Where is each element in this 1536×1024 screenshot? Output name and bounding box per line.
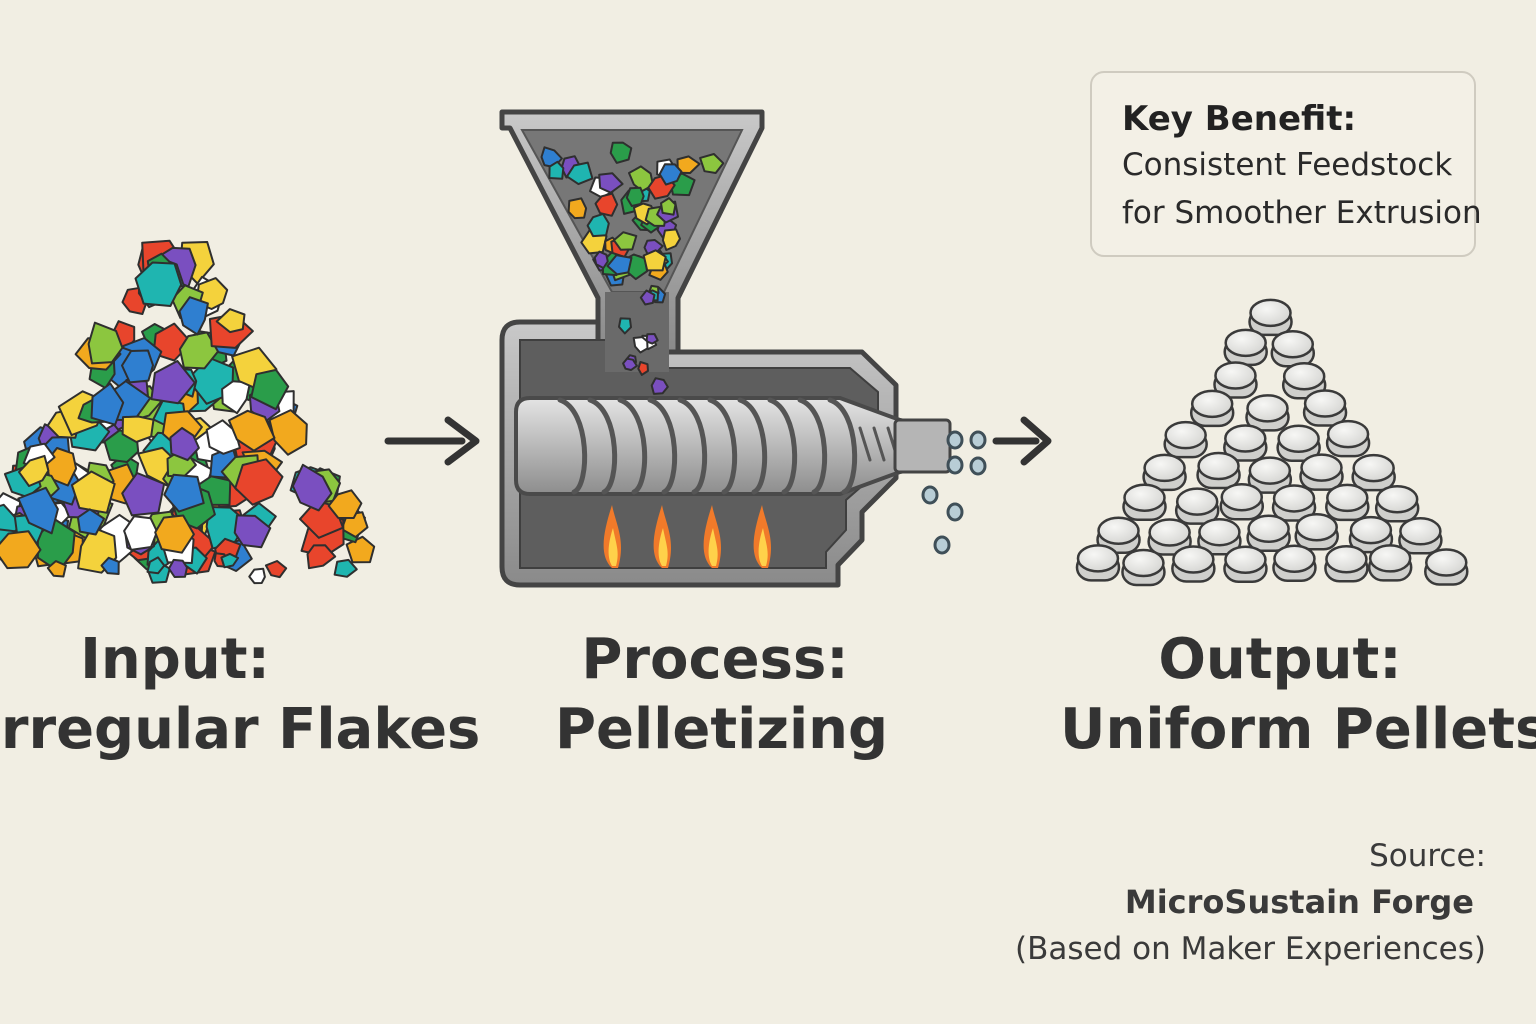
stage-label-output: Output: Uniform Pellets [1060, 625, 1536, 765]
flame-icon [653, 505, 672, 568]
key-benefit-line: Consistent Feedstock [1122, 147, 1453, 183]
source-credit: Source: MicroSustain Forge (Based on Mak… [1015, 834, 1486, 972]
stage-title: Process: [581, 627, 849, 692]
stage-title: Output: [1158, 627, 1402, 692]
stage-subtitle: Irregular Flakes [0, 697, 481, 762]
source-note: (Based on Maker Experiences) [1015, 931, 1486, 967]
source-label: Source: [1369, 838, 1486, 874]
right-arrow-icon [992, 416, 1052, 466]
flame-icon [753, 505, 772, 568]
key-benefit-box: Key Benefit: Consistent Feedstock for Sm… [1090, 71, 1482, 257]
key-benefit-line: for Smoother Extrusion [1122, 195, 1482, 231]
stage-subtitle: Uniform Pellets [1060, 697, 1536, 762]
stage-subtitle: Pelletizing [555, 697, 889, 762]
source-name: MicroSustain Forge [1124, 883, 1474, 921]
stage-title: Input: [80, 627, 270, 692]
pellet-pile-icon [1075, 298, 1469, 587]
flake-pile-icon [0, 239, 376, 585]
stage-label-process: Process: Pelletizing [555, 625, 889, 765]
flame-icon [703, 505, 722, 568]
stage-label-input: Input: Irregular Flakes [0, 625, 481, 765]
flame-icon [603, 505, 622, 568]
right-arrow-icon [384, 416, 480, 466]
pelletizer-machine-icon [499, 109, 987, 588]
key-benefit-title: Key Benefit: [1122, 99, 1357, 139]
